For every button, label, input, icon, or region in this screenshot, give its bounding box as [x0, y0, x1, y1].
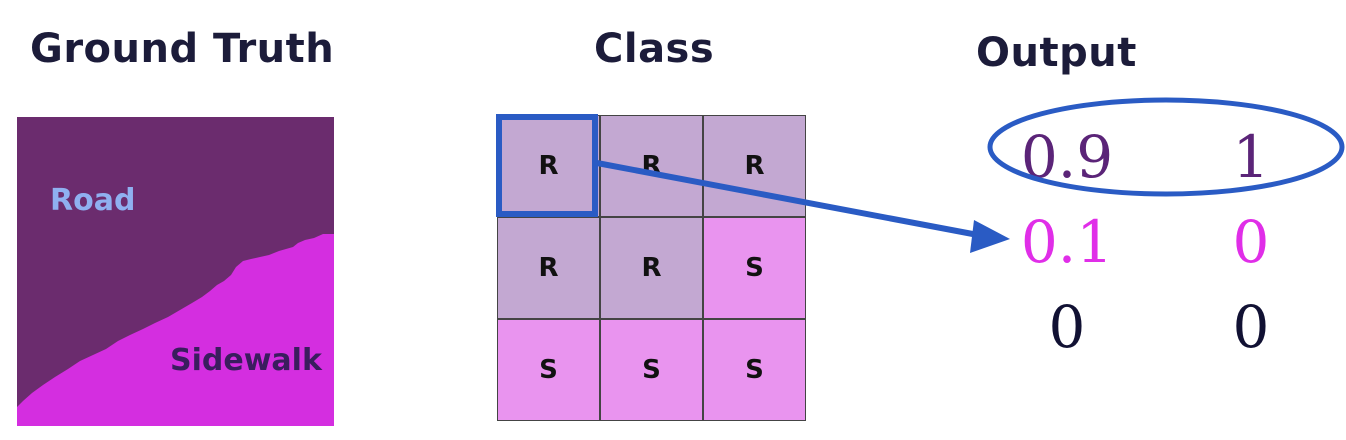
arrow-line	[596, 160, 979, 238]
sidewalk-region	[17, 234, 334, 426]
road-label: Road	[50, 183, 136, 218]
grid-cell: S	[600, 319, 703, 421]
highlight-box	[496, 114, 598, 217]
arrow-head	[970, 220, 1010, 253]
grid-cell: R	[600, 115, 703, 217]
grid-cell: R	[600, 217, 703, 319]
grid-cell: S	[497, 319, 600, 421]
output-value: 0	[1232, 293, 1270, 361]
grid-cell: R	[703, 115, 806, 217]
grid-cell: S	[703, 217, 806, 319]
ground-truth-heading: Ground Truth	[30, 26, 335, 72]
output-heading: Output	[976, 30, 1137, 76]
output-value: 0.1	[1020, 208, 1114, 276]
ground-truth-image	[17, 117, 334, 426]
grid-cell: S	[703, 319, 806, 421]
grid-cell: R	[497, 217, 600, 319]
output-value: 0	[1232, 208, 1270, 276]
output-ellipse	[987, 97, 1345, 197]
output-value: 1	[1232, 123, 1270, 191]
class-heading: Class	[594, 26, 715, 72]
sidewalk-label: Sidewalk	[170, 343, 322, 378]
output-value: 0	[1048, 293, 1086, 361]
